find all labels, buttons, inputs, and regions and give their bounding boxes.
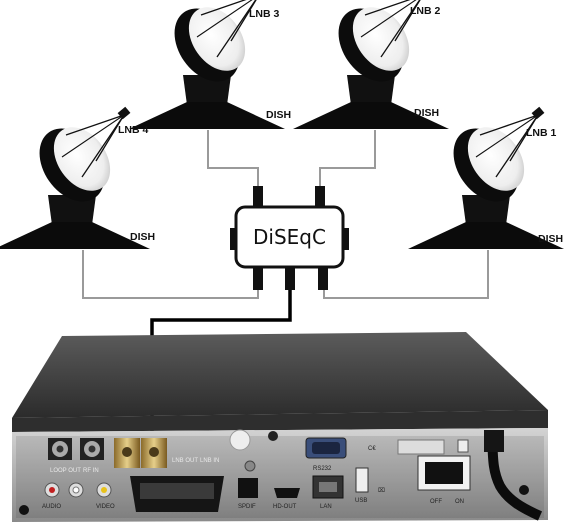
ground-screw <box>244 460 256 472</box>
rf-in-label: RF IN <box>83 468 99 474</box>
dish-label: DISH <box>414 107 439 119</box>
class-symbol <box>457 439 469 453</box>
lnb4-label: LNB 4 <box>118 124 148 136</box>
rs232-port <box>305 437 347 459</box>
dish-label: DISH <box>130 231 155 243</box>
loop-out-label: LOOP OUT <box>50 468 81 474</box>
power-on-label: ON <box>455 499 464 505</box>
audio-left-jack <box>72 486 80 494</box>
lnb-out-connector <box>114 438 140 468</box>
video-jack <box>101 487 107 493</box>
loop-out-connector <box>48 438 72 460</box>
rf-in-connector <box>80 438 104 460</box>
foot <box>19 505 29 515</box>
lnb-in-label: LNB IN <box>200 458 219 464</box>
lnb3-label: LNB 3 <box>249 8 279 20</box>
rating-label <box>397 439 445 455</box>
audio-right-jack <box>49 487 55 493</box>
lnb2-label: LNB 2 <box>410 5 440 17</box>
weee-icon: ⌧ <box>378 487 385 494</box>
set-top-receiver: LOOP OUT RF IN LNB OUT LNB IN AUDIO VIDE… <box>12 332 548 522</box>
spdif-port <box>238 478 258 498</box>
lnb-out-label: LNB OUT <box>172 458 198 464</box>
power-off-label: OFF <box>430 499 442 505</box>
power-switch <box>417 455 471 491</box>
hdmi-port <box>274 488 300 498</box>
usb-port <box>355 467 369 493</box>
video-label: VIDEO <box>96 504 115 510</box>
dish-label: DISH <box>266 109 291 121</box>
screw <box>268 431 278 441</box>
cable-lnb4 <box>82 250 259 299</box>
cable-lnb1 <box>323 250 489 299</box>
ce-mark: C€ <box>368 446 376 452</box>
foot <box>519 485 529 495</box>
lnb1-label: LNB 1 <box>526 127 556 139</box>
scart-port <box>130 476 224 512</box>
lan-label: LAN <box>320 504 332 510</box>
dish-label: DISH <box>538 233 563 245</box>
diseqc-switch: DiSEqC <box>230 186 349 290</box>
cable-lnb2 <box>319 130 376 186</box>
usb-label: USB <box>355 498 367 504</box>
spdif-label: SPDIF <box>238 504 256 510</box>
lnb-in-connector <box>141 438 167 468</box>
sticker <box>229 429 251 451</box>
audio-label: AUDIO <box>42 504 61 510</box>
rs232-label: RS232 <box>313 466 332 472</box>
diseqc-label: DiSEqC <box>253 225 326 249</box>
cable-lnb3 <box>207 130 259 186</box>
hdmi-label: HD-OUT <box>273 504 297 510</box>
